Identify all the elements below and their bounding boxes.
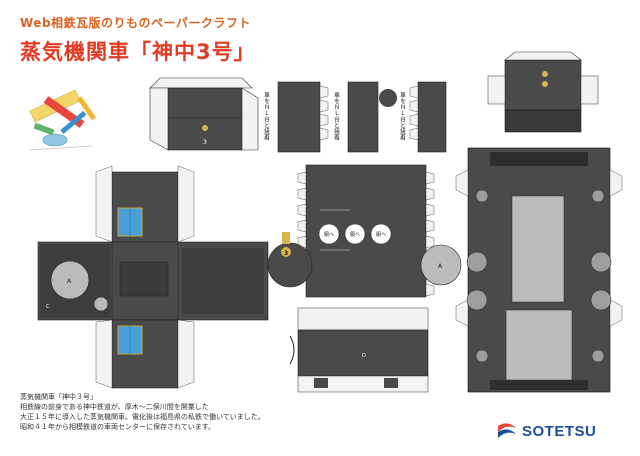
stationery-illustration [29,89,97,151]
sotetsu-mark-icon [498,423,516,438]
strip-1-label: 車をＮＬ台と接着 [263,91,270,141]
smokebox-number: 3 [284,250,288,257]
cab-label-a: A [67,278,72,285]
sotetsu-logo-text: SOTETSU [522,422,597,440]
description-line: 相鉄線の前身である神中鉄道が、厚木〜二俣川間を開業した [20,403,209,411]
locomotive-description: 蒸気機関車「神中３号」 相鉄線の前身である神中鉄道が、厚木〜二俣川間を開業した … [20,392,320,432]
tank-part: D [289,307,429,393]
circle-label-3: 胴へ [376,232,386,238]
smokebox-front: 3 [267,232,313,288]
side-strip-3: 車をＮＬ台と接着 [399,81,447,153]
cab-cross-net: A C [37,165,269,389]
roof-part-number: 3 [203,139,207,146]
boiler-wrap: 胴へ 胴へ 胴へ [297,164,435,298]
sotetsu-logo: SOTETSU [496,422,596,440]
circle-label-2: 胴へ [350,232,360,238]
strip-2-label: 車をＮＬ台と接着 [333,91,340,141]
circle-label-1: 胴へ [324,232,334,238]
page-title: 蒸気機関車「神中3号」 [20,40,256,64]
side-strip-1: 車をＮＬ台と接着 [262,81,329,153]
description-line: 大正１５年に導入した蒸気機関車。電化後は福島県の私鉄で働いていました。 [20,413,265,421]
cab-label-c: C [46,304,50,310]
chassis-frame [455,147,623,393]
series-subtitle: Web相鉄瓦版のりものペーパークラフト [20,16,251,30]
tank-label-d: D [362,353,366,359]
description-line: 蒸気機関車「神中３号」 [20,393,97,401]
roof-part: 3 [149,77,259,151]
description-line: 昭和４１年から相模鉄道の車両センターに保存されています。 [20,423,216,431]
side-strip-2: 車をＮＬ台と接着 [333,81,397,153]
chimney-part [487,51,599,133]
strip-3-label: 車をＮＬ台と接着 [399,91,406,141]
disc-label-a: A [438,263,443,270]
boiler-rear-disc: A [420,244,462,286]
